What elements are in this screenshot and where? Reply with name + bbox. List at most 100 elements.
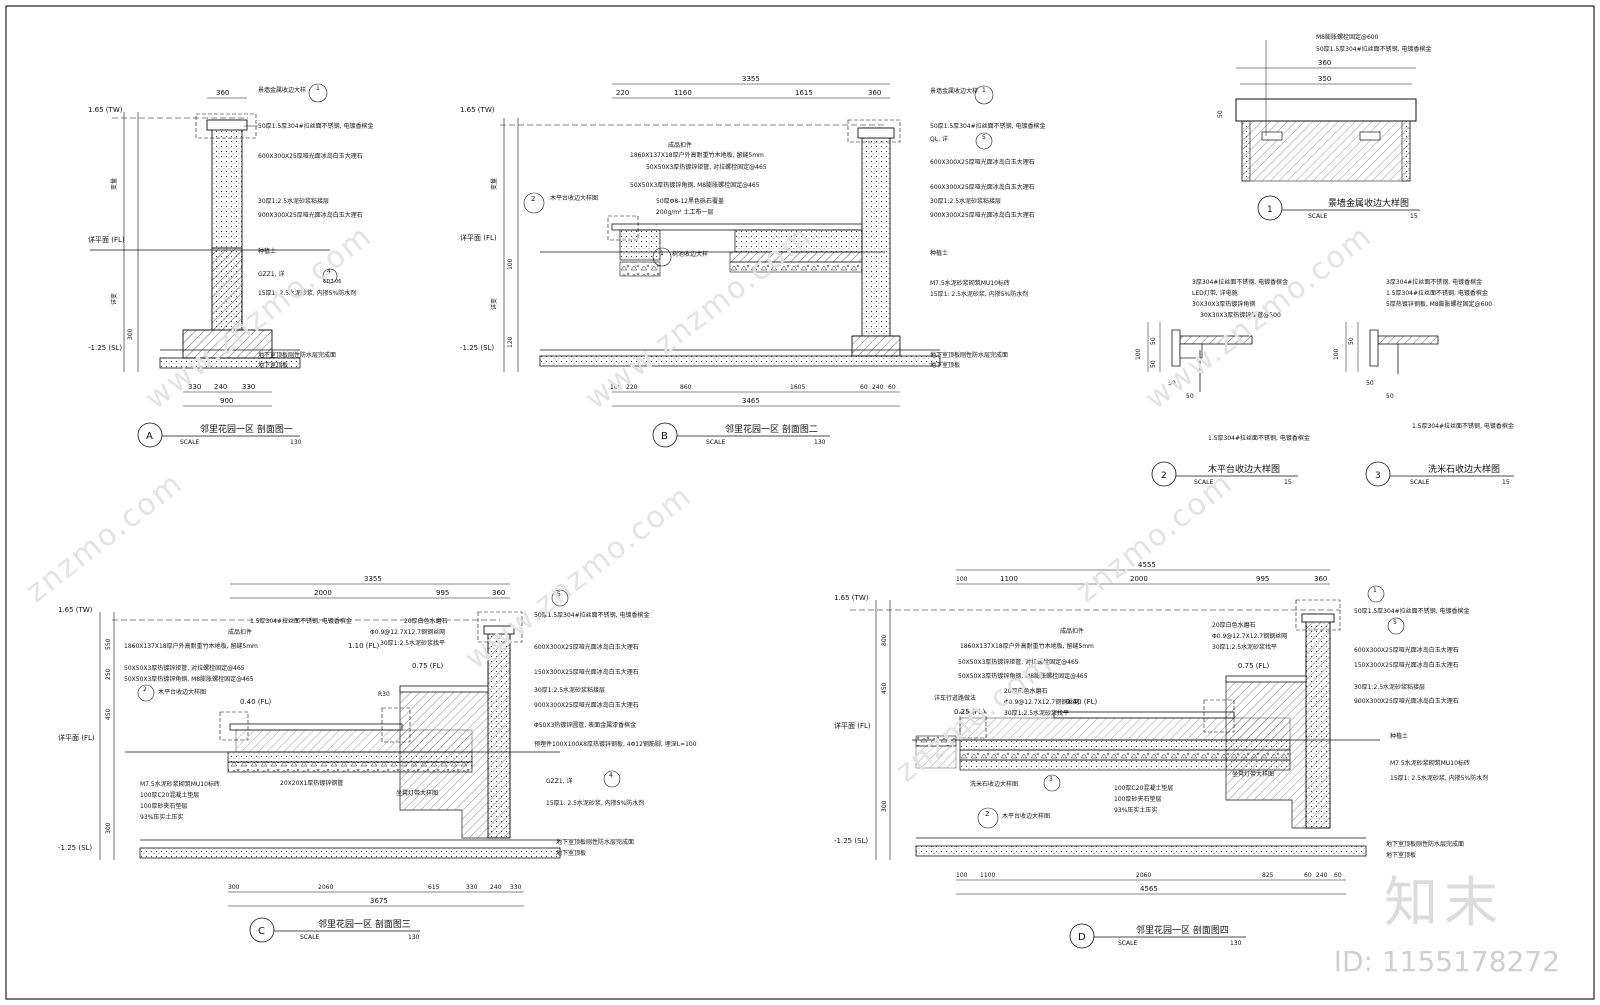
dim-top: 1615 bbox=[795, 89, 813, 97]
section-marker-d bbox=[1069, 923, 1095, 949]
scale-label: SCALE bbox=[300, 934, 319, 941]
annotation: 50厚1.5厚304#拉丝面不锈钢, 电镀香槟金 bbox=[534, 611, 649, 619]
annotation: 详车行道路做法 bbox=[934, 694, 976, 702]
section-letter: D bbox=[1078, 932, 1086, 943]
scale-value: 15 bbox=[1502, 479, 1510, 486]
scale-label: SCALE bbox=[1118, 940, 1137, 947]
annotation: 地下室顶板刚性防水层完成面 bbox=[556, 838, 634, 846]
dim-bottom: 240 bbox=[490, 884, 502, 891]
dim-bottom: 1100 bbox=[980, 872, 995, 879]
detail-3: 100 50 50 50 3厚304#拉丝面不锈钢, 电镀香槟金 1.5厚304… bbox=[1333, 278, 1514, 487]
scale-value: 130 bbox=[408, 934, 420, 941]
annotation: 30厚1:2.5水泥砂浆粘接层 bbox=[534, 686, 605, 694]
annotation: 50X50X3厚热镀锌矩管, 对拉螺栓固定@465 bbox=[124, 664, 245, 672]
annotation: 100厚砂夹石垫层 bbox=[140, 802, 187, 810]
scale-value: 130 bbox=[1230, 940, 1242, 947]
annotation: 30厚1:2.5水泥砂浆找平 bbox=[1004, 709, 1069, 717]
annotation: 50厚1.5厚304#拉丝面不锈钢, 电镀香槟金 bbox=[1316, 45, 1431, 53]
dim-label: 120 bbox=[507, 336, 514, 348]
annotation: 93%压实土压实 bbox=[140, 813, 183, 821]
tw-level: 1.65 (TW) bbox=[88, 106, 123, 114]
dim-top: 1160 bbox=[674, 89, 692, 97]
annotation: 1.5厚304#拉丝面不锈钢, 电镀香槟金 bbox=[1412, 422, 1514, 430]
dim-bottom: 2060 bbox=[318, 884, 333, 891]
annotation: M7.5水泥砂浆砌筑MU10标砖 bbox=[930, 279, 1010, 287]
annotation: 1.5厚304#拉丝面不锈钢, 电镀香槟金 bbox=[1208, 434, 1310, 442]
dim-label: 550 bbox=[105, 638, 112, 650]
scale-value: 15 bbox=[1410, 213, 1418, 220]
annotation: 1.5厚304#拉丝面不锈钢, 电镀香槟金 bbox=[1386, 289, 1488, 297]
annotation: 50X50X3厚热镀锌角钢, M8膨胀螺栓固定@465 bbox=[958, 672, 1088, 680]
annotation: 50厚1.5厚304#拉丝面不锈钢, 电镀香槟金 bbox=[258, 122, 373, 130]
annotation: 900X300X25厚哑光面冰岛白玉大理石 bbox=[534, 701, 639, 709]
annotation: 20厚白色水磨石 bbox=[404, 617, 448, 625]
annotation: 景墙金属收边大样 bbox=[930, 87, 978, 95]
fl-level: 详平面 (FL) bbox=[834, 721, 871, 730]
annotation: 30厚1:2.5水泥砂浆找平 bbox=[380, 639, 445, 647]
annotation: 30X30X3厚热镀锌角钢 bbox=[1192, 300, 1255, 308]
dim-bottom: 60 bbox=[1334, 872, 1342, 879]
annotation: 20厚白色水磨石 bbox=[1212, 621, 1256, 629]
dim-label: 450 bbox=[881, 682, 888, 694]
dim-total: 3675 bbox=[370, 897, 388, 905]
detail-marker-1 bbox=[1257, 195, 1283, 221]
scale-label: SCALE bbox=[1410, 479, 1429, 486]
sl-level: -1.25 (SL) bbox=[88, 344, 122, 352]
fl-level: 详平面 (FL) bbox=[88, 235, 125, 244]
annotation: 15厚1: 2.5水泥砂浆, 内掺5%防水剂 bbox=[546, 799, 644, 807]
dim-bottom: 60 bbox=[860, 384, 868, 391]
annotation: 93%压实土压实 bbox=[1114, 806, 1157, 814]
dim-label: 800 bbox=[881, 634, 888, 646]
annotation: Φ0.9@12.7X12.7钢钢丝网 bbox=[370, 628, 445, 636]
level-mark: 1.10 (FL) bbox=[348, 642, 379, 650]
dim-bottom: 615 bbox=[428, 884, 440, 891]
detail-number: 3 bbox=[1375, 471, 1381, 481]
annotation: 树池收边大样 bbox=[672, 250, 708, 258]
dim-bottom: 330 bbox=[242, 383, 255, 391]
callout-number: 3 bbox=[1049, 776, 1053, 783]
tw-level: 1.65 (TW) bbox=[834, 594, 869, 602]
section-letter: C bbox=[258, 926, 265, 937]
dim-top: 360 bbox=[216, 89, 229, 97]
annotation: 种植土 bbox=[258, 247, 276, 255]
dim-bottom: 240 bbox=[214, 383, 227, 391]
detail-number: 2 bbox=[1161, 471, 1167, 481]
annotation: Φ0.9@12.7X12.7钢钢丝网 bbox=[1212, 632, 1287, 640]
detail-title: 木平台收边大样图 bbox=[1208, 463, 1280, 475]
notes-a: 50厚1.5厚304#拉丝面不锈钢, 电镀香槟金 600X300X25厚哑光面冰… bbox=[244, 83, 373, 369]
dim-bottom: 240 bbox=[1316, 872, 1328, 879]
annotation: 坐凳灯带大样图 bbox=[1232, 770, 1274, 778]
annotation: 600X300X25厚哑光面冰岛白玉大理石 bbox=[930, 158, 1035, 166]
annotation: 900X300X25厚哑光面冰岛白玉大理石 bbox=[258, 211, 363, 219]
section-marker-b bbox=[652, 422, 678, 448]
tw-level: 1.65 (TW) bbox=[58, 606, 93, 614]
annotation: 30X30X3厚热镀锌矩管@500 bbox=[1200, 311, 1281, 319]
level-mark: 0.40 (FL) bbox=[240, 698, 271, 706]
annotation: 50X50X3厚热镀锌矩管, 对拉螺栓固定@465 bbox=[646, 163, 767, 171]
notes-c-left: 1.5厚304#拉丝面不锈钢, 电镀香槟金 成品扣件 1860X137X18厚户… bbox=[124, 617, 352, 821]
side-label: 变量 bbox=[490, 178, 498, 190]
section-marker-c bbox=[249, 917, 275, 943]
detail-marker-3 bbox=[1365, 461, 1391, 487]
dim-top: 995 bbox=[436, 589, 449, 597]
annotation: 1860X137X18厚户外高耐重竹木地板, 留缝5mm bbox=[124, 642, 258, 650]
detail-2: 100 50 50 50 50 3厚304#拉丝面不锈钢, 电镀香槟金 LED灯… bbox=[1135, 278, 1310, 487]
dim-bottom: 2060 bbox=[1136, 872, 1151, 879]
notes-d-right: 50厚1.5厚304#拉丝面不锈钢, 电镀香槟金 1 5 20厚白色水磨石 Φ0… bbox=[1114, 585, 1488, 859]
detail-number: 1 bbox=[1267, 205, 1273, 215]
dim-top: 360 bbox=[1318, 59, 1331, 67]
callout-number: 4 bbox=[327, 268, 331, 275]
dim-total: 3465 bbox=[742, 397, 760, 405]
dim-bottom: 300 bbox=[228, 884, 240, 891]
sl-level: -1.25 (SL) bbox=[460, 344, 494, 352]
annotation: 5厚热镀锌钢板, M8膨胀螺栓固定@600 bbox=[1386, 300, 1492, 308]
annotation: 木平台收边大样图 bbox=[158, 688, 206, 696]
scale-value: 15 bbox=[1284, 479, 1292, 486]
dim-label: 50 bbox=[1150, 360, 1157, 368]
roof-slab bbox=[159, 357, 301, 369]
annotation: 15厚1: 2.5水泥砂浆, 内掺5%防水剂 bbox=[1390, 774, 1488, 782]
section-title: 邻里花园一区 剖面图四 bbox=[1136, 924, 1229, 936]
dim-label: 50 bbox=[1366, 380, 1374, 387]
section-c: 1.65 (TW) 详平面 (FL) -1.25 (SL) 550 250 45… bbox=[58, 575, 697, 943]
